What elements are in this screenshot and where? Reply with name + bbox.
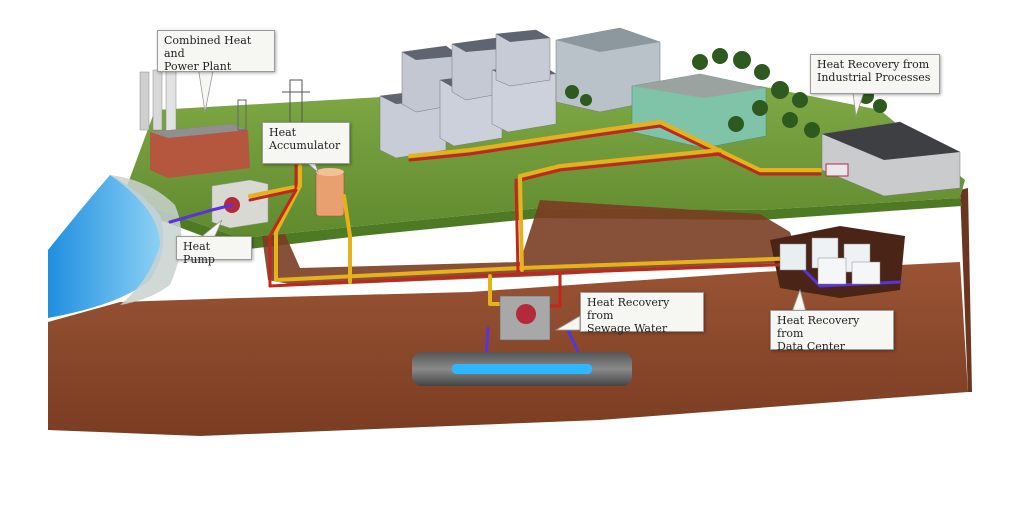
- callout-sewage: Heat Recovery from Sewage Water: [580, 292, 704, 335]
- tree: [771, 81, 789, 99]
- pipe-network-4: [518, 152, 722, 182]
- heat-accumulator: [315, 168, 345, 217]
- soil-right-side: [960, 188, 972, 392]
- chp-plant: [139, 65, 310, 178]
- apartment-block: [495, 29, 551, 87]
- river-bank: [110, 175, 182, 305]
- tree: [804, 122, 820, 138]
- trees: [565, 48, 887, 138]
- industrial-building: [821, 121, 961, 197]
- sewer-water: [452, 364, 592, 374]
- data-center-racks: [779, 237, 881, 285]
- pipe-cold-heatpump: [168, 203, 234, 224]
- plant-roof: [150, 124, 248, 138]
- pipe-accumulator-down: [342, 194, 352, 284]
- pipe-network-3: [518, 148, 722, 178]
- callout-heat-pump: Heat Pump: [176, 236, 252, 266]
- tree: [733, 51, 751, 69]
- tree: [752, 100, 768, 116]
- pipe-riser-supply: [514, 178, 520, 274]
- pipe-return-main: [274, 184, 802, 282]
- tree: [754, 64, 770, 80]
- accumulator-tank: [315, 171, 345, 217]
- soil-front: [48, 262, 968, 436]
- pipe-network-2: [408, 124, 822, 176]
- tree: [692, 54, 708, 70]
- pipe-riser: [518, 174, 524, 272]
- sewer-pipe: [412, 352, 632, 386]
- chimney-3: [165, 65, 177, 133]
- callout-datacenter: Heat Recovery from Data Center: [770, 310, 894, 353]
- sewage-heat-exchanger: [499, 295, 551, 341]
- callout-chp: Combined Heat and Power Plant: [157, 30, 275, 73]
- tree: [580, 94, 592, 106]
- river: [48, 175, 182, 318]
- chimney-1: [139, 71, 150, 131]
- chimney-2: [152, 69, 163, 131]
- tree: [712, 48, 728, 64]
- accumulator-top: [316, 168, 344, 176]
- callout-industrial: Heat Recovery from Industrial Processes: [810, 54, 940, 94]
- water-body: [48, 175, 164, 318]
- grass-front-edge: [118, 198, 962, 250]
- tree: [873, 99, 887, 113]
- plant-building: [150, 124, 250, 178]
- callout-heat-accumulator: Heat Accumulator: [262, 122, 350, 164]
- truck: [825, 163, 849, 177]
- pipe-network-1: [408, 120, 822, 172]
- apartment-blocks: [379, 29, 557, 159]
- pylon-2: [237, 99, 247, 131]
- pipe-supply-main: [268, 188, 802, 288]
- tree: [728, 116, 744, 132]
- tree: [565, 85, 579, 99]
- tree: [782, 112, 798, 128]
- tree: [792, 92, 808, 108]
- heat-pump-building: [211, 179, 269, 229]
